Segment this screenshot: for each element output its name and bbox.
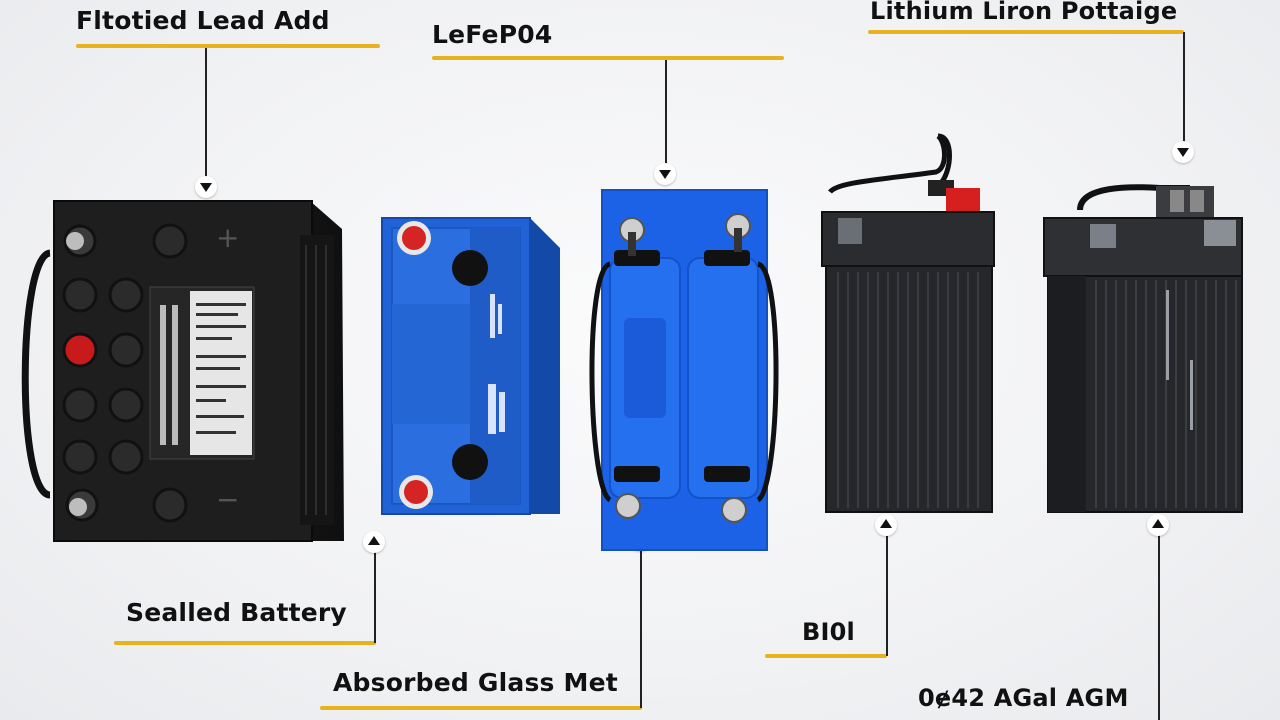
label-underline <box>868 30 1184 34</box>
lithium-ion-battery-image <box>821 133 995 513</box>
svg-text:+: + <box>216 221 239 254</box>
pointer-arrow-icon <box>654 163 676 185</box>
pointer-arrow-icon <box>875 514 897 536</box>
lifepo4-battery-image <box>589 189 779 551</box>
label-underline <box>765 654 887 658</box>
label-gel-agm: 0ɇ42 AGal AGM <box>918 684 1129 712</box>
label-sealed-battery: Sealled Battery <box>126 598 347 627</box>
pointer-arrow-icon <box>363 531 385 553</box>
pointer-arrow-icon <box>1147 514 1169 536</box>
pointer-arrow-icon <box>1172 141 1194 163</box>
leader-line <box>374 550 376 643</box>
leader-line <box>665 60 667 166</box>
label-absorbed-glass-mat: Absorbed Glass Met <box>333 668 618 697</box>
leader-line <box>640 548 642 708</box>
label-lifepo4: LeFeP04 <box>432 20 553 49</box>
svg-text:−: − <box>216 483 239 516</box>
sealed-battery-image <box>381 217 560 515</box>
leader-line <box>205 48 207 178</box>
label-underline <box>432 56 784 60</box>
label-biol: BI0l <box>802 618 855 646</box>
label-flooded-lead-acid: Fltotied Lead Add <box>76 6 330 35</box>
flooded-lead-acid-battery-image: + − <box>21 200 344 542</box>
label-underline <box>114 641 376 645</box>
label-lithium-ion: Lithium Liron Pottaige <box>870 0 1178 25</box>
lithium-battery-right-image <box>1043 184 1243 513</box>
pointer-arrow-icon <box>195 176 217 198</box>
leader-line <box>886 532 888 656</box>
label-underline <box>76 44 380 48</box>
leader-line <box>1158 534 1160 720</box>
label-underline <box>320 706 642 710</box>
leader-line <box>1183 32 1185 144</box>
cell-caps <box>62 223 188 523</box>
